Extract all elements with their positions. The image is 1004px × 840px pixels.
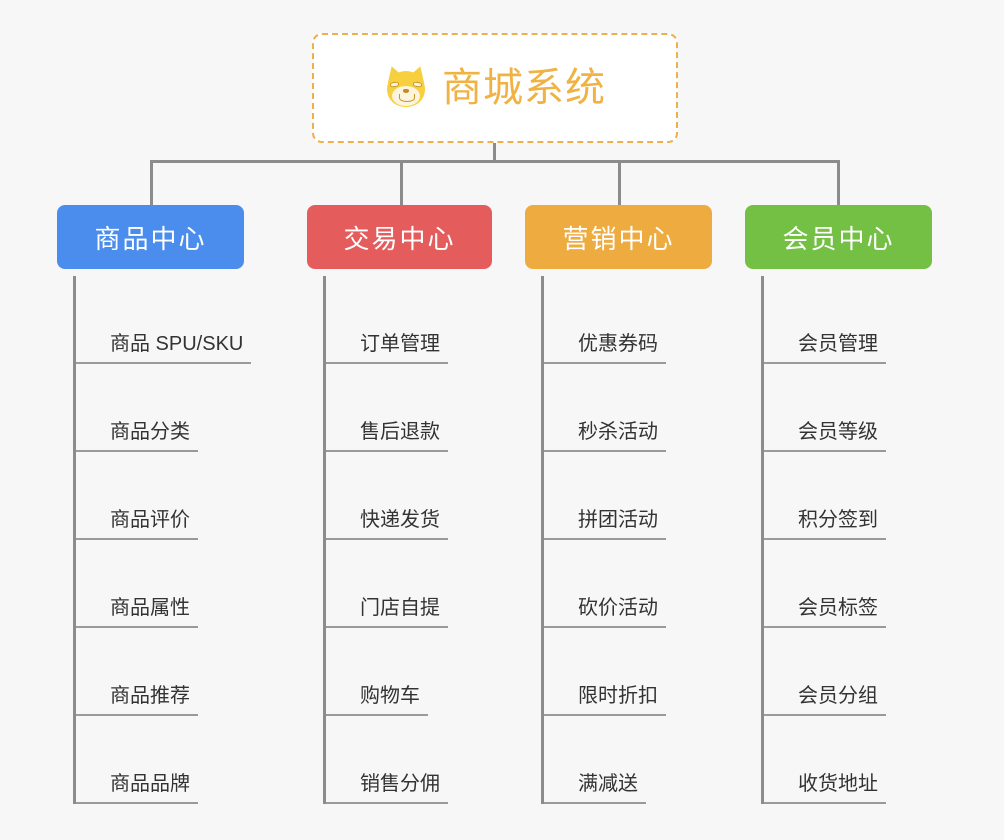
list-item-label: 购物车 [326,684,428,716]
category-label: 交易中心 [343,223,456,254]
category-header-trade-center[interactable]: 交易中心 [307,205,492,269]
sub-item-list-product-center: 商品 SPU/SKU 商品分类 商品评价 商品属性 商品推荐 商品品牌 [73,276,252,804]
list-item-label: 商品品牌 [76,772,198,804]
list-item[interactable]: 商品推荐 [76,628,251,716]
list-item[interactable]: 售后退款 [326,364,492,452]
list-item[interactable]: 商品分类 [76,364,251,452]
list-item-label: 砍价活动 [544,596,666,628]
list-item[interactable]: 会员管理 [764,276,932,364]
connector-drop-3 [618,160,621,205]
category-header-product-center[interactable]: 商品中心 [57,205,244,269]
list-item[interactable]: 商品品牌 [76,716,251,804]
list-item-label: 快递发货 [326,508,448,540]
list-item[interactable]: 收货地址 [764,716,932,804]
branch-marketing-center: 营销中心 优惠券码 秒杀活动 拼团活动 砍价活动 限时折扣 满减送 [525,205,712,804]
category-header-member-center[interactable]: 会员中心 [745,205,932,269]
category-header-marketing-center[interactable]: 营销中心 [525,205,712,269]
list-item-label: 满减送 [544,772,646,804]
connector-drop-2 [400,160,403,205]
list-item-label: 优惠券码 [544,332,666,364]
list-item[interactable]: 砍价活动 [544,540,712,628]
sub-item-list-trade-center: 订单管理 售后退款 快递发货 门店自提 购物车 销售分佣 [323,276,492,804]
list-item[interactable]: 会员标签 [764,540,932,628]
list-item-label: 会员标签 [764,596,886,628]
sub-item-list-marketing-center: 优惠券码 秒杀活动 拼团活动 砍价活动 限时折扣 满减送 [541,276,712,804]
category-label: 会员中心 [782,223,895,254]
list-item[interactable]: 销售分佣 [326,716,492,804]
list-item[interactable]: 订单管理 [326,276,492,364]
list-item-label: 商品 SPU/SKU [76,332,252,364]
list-item-label: 门店自提 [326,596,448,628]
list-item-label: 会员管理 [764,332,886,364]
list-item[interactable]: 商品评价 [76,452,251,540]
list-item-label: 限时折扣 [544,684,666,716]
list-item[interactable]: 会员等级 [764,364,932,452]
dog-face-icon [383,63,429,110]
list-item-label: 秒杀活动 [544,420,666,452]
list-item[interactable]: 秒杀活动 [544,364,712,452]
list-item-label: 商品推荐 [76,684,198,716]
root-node[interactable]: 商城系统 [312,33,678,143]
list-item[interactable]: 积分签到 [764,452,932,540]
list-item[interactable]: 商品 SPU/SKU [76,276,252,364]
connector-drop-1 [150,160,153,205]
list-item-label: 积分签到 [764,508,886,540]
sub-item-list-member-center: 会员管理 会员等级 积分签到 会员标签 会员分组 收货地址 [761,276,932,804]
branch-member-center: 会员中心 会员管理 会员等级 积分签到 会员标签 会员分组 收货地址 [745,205,932,804]
list-item[interactable]: 拼团活动 [544,452,712,540]
list-item[interactable]: 满减送 [544,716,712,804]
list-item-label: 会员等级 [764,420,886,452]
category-label: 营销中心 [562,223,675,254]
list-item-label: 订单管理 [326,332,448,364]
list-item-label: 拼团活动 [544,508,666,540]
branch-product-center: 商品中心 商品 SPU/SKU 商品分类 商品评价 商品属性 商品推荐 商品品牌 [57,205,252,804]
list-item[interactable]: 限时折扣 [544,628,712,716]
list-item[interactable]: 门店自提 [326,540,492,628]
list-item-label: 销售分佣 [326,772,448,804]
category-label: 商品中心 [94,223,207,254]
list-item[interactable]: 购物车 [326,628,492,716]
connector-horizontal-bar [150,160,840,163]
list-item-label: 商品评价 [76,508,198,540]
root-title: 商城系统 [442,66,606,110]
connector-drop-4 [837,160,840,205]
list-item-label: 收货地址 [764,772,886,804]
list-item-label: 售后退款 [326,420,448,452]
branch-trade-center: 交易中心 订单管理 售后退款 快递发货 门店自提 购物车 销售分佣 [307,205,492,804]
list-item[interactable]: 商品属性 [76,540,251,628]
list-item[interactable]: 快递发货 [326,452,492,540]
list-item[interactable]: 优惠券码 [544,276,712,364]
list-item-label: 商品分类 [76,420,198,452]
connector-root-stem [493,143,496,161]
list-item-label: 商品属性 [76,596,198,628]
list-item[interactable]: 会员分组 [764,628,932,716]
list-item-label: 会员分组 [764,684,886,716]
